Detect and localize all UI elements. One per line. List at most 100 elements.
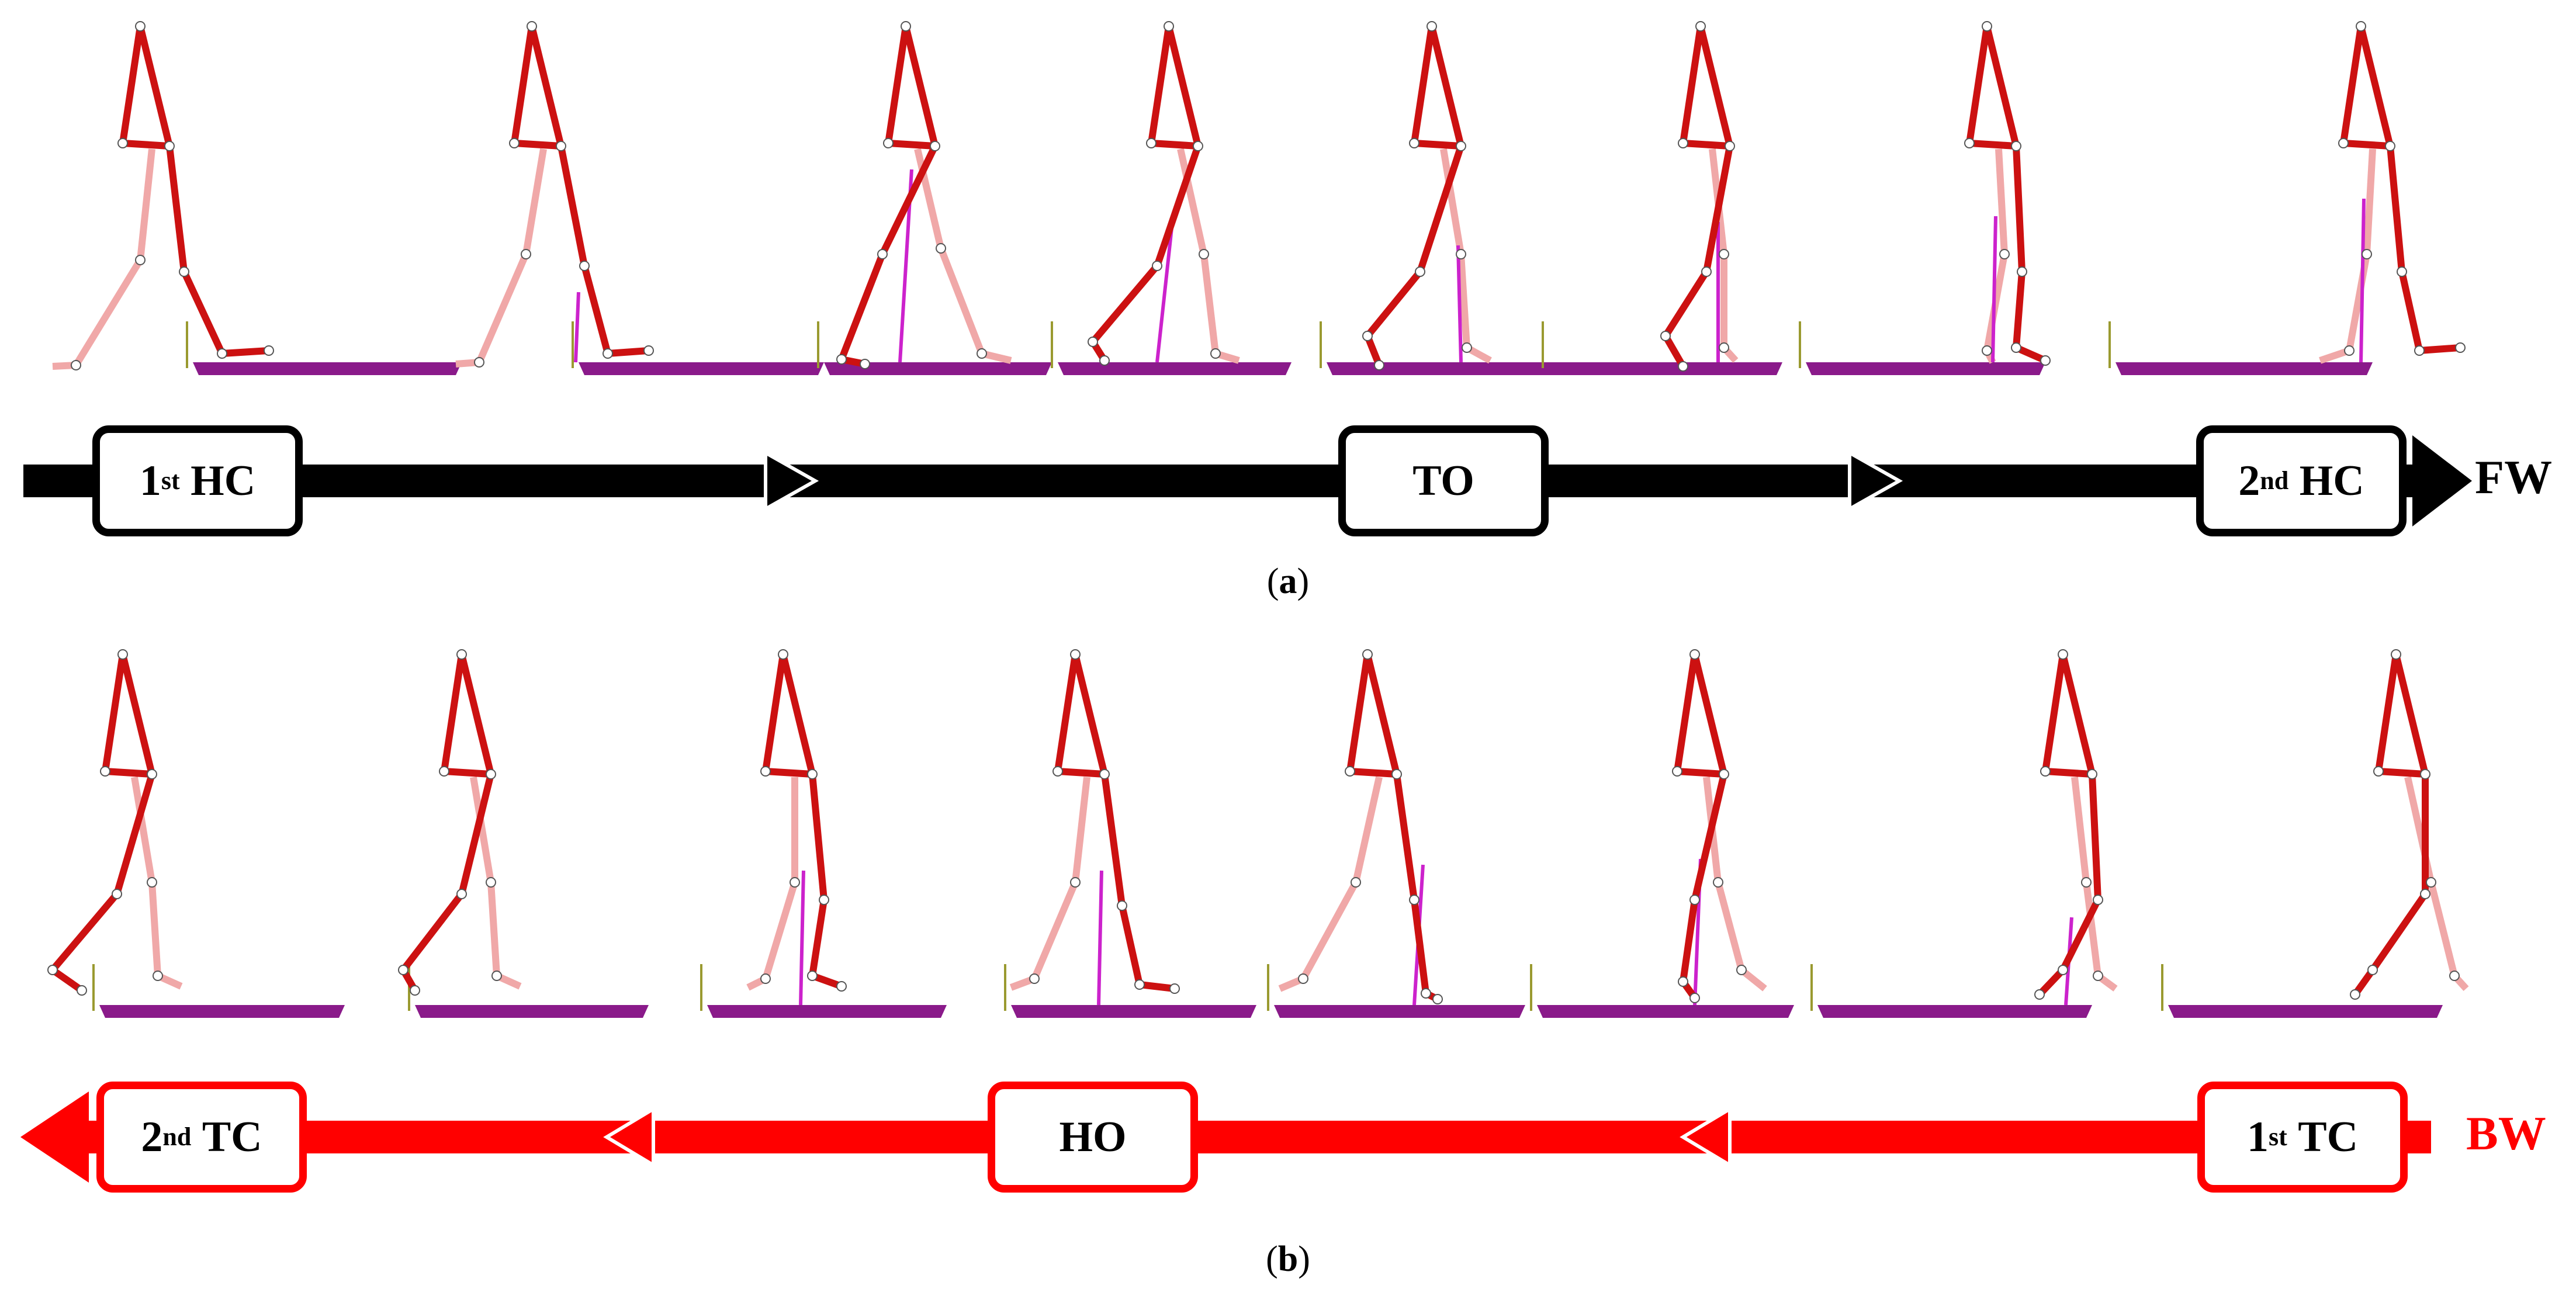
- joint-marker: [836, 981, 847, 992]
- gait-frame: [1051, 21, 1292, 375]
- caption-close: ): [1297, 562, 1310, 601]
- joint-marker: [1164, 21, 1174, 32]
- secondary-leg: [2071, 777, 2118, 992]
- caption-letter: b: [1277, 1239, 1299, 1279]
- trunk: [1346, 651, 1400, 778]
- joint-marker: [2385, 141, 2395, 151]
- joint-marker: [2414, 345, 2425, 356]
- joint-marker: [1689, 895, 1700, 905]
- joint-marker: [883, 138, 894, 148]
- force-vector: [799, 870, 805, 1006]
- joint-marker: [112, 889, 122, 899]
- joint-marker: [1719, 249, 1729, 259]
- direction-label-forward: FW: [2475, 450, 2553, 504]
- secondary-leg: [2404, 776, 2469, 992]
- trunk: [1411, 23, 1464, 150]
- caption-open: (: [1266, 562, 1279, 601]
- joint-marker: [179, 266, 189, 277]
- primary-leg: [166, 145, 269, 357]
- primary-leg: [2387, 145, 2461, 354]
- event-name: HO: [1059, 1113, 1127, 1161]
- gait-frame: [1810, 649, 2118, 1018]
- secondary-leg: [1009, 777, 1090, 991]
- joint-marker: [2426, 877, 2436, 888]
- joint-marker: [527, 21, 537, 32]
- joint-marker: [509, 138, 520, 148]
- joint-marker: [164, 141, 175, 151]
- gait-frame: [455, 21, 824, 375]
- joint-marker: [2367, 965, 2378, 975]
- force-vector: [1991, 216, 1997, 363]
- secondary-leg: [746, 777, 798, 991]
- joint-marker: [2338, 138, 2349, 148]
- joint-marker: [2093, 895, 2103, 905]
- chevron-right-icon: [1848, 449, 1903, 512]
- joint-marker: [1982, 345, 1992, 356]
- gait-frame: [1004, 649, 1256, 1018]
- gait-frame: [2161, 649, 2469, 1018]
- trunk: [1148, 23, 1202, 150]
- joint-marker: [1719, 769, 1729, 779]
- joint-marker: [1701, 266, 1712, 277]
- joint-marker: [2420, 889, 2430, 899]
- joint-marker: [1678, 976, 1688, 987]
- backward-timeline-arrow: [20, 1091, 2431, 1183]
- gait-frame: [398, 649, 649, 1018]
- joint-marker: [47, 965, 58, 975]
- trunk: [119, 23, 173, 150]
- joint-marker: [2373, 766, 2384, 777]
- joint-marker: [2344, 345, 2355, 356]
- joint-marker: [1736, 965, 1747, 975]
- joint-marker: [486, 769, 496, 779]
- joint-marker: [1964, 138, 1975, 148]
- joint-marker: [2356, 21, 2366, 32]
- force-plate: [1058, 362, 1292, 375]
- gait-frame: [1542, 21, 1782, 375]
- joint-marker: [1678, 361, 1688, 372]
- joint-marker: [603, 348, 613, 359]
- trunk: [762, 651, 816, 778]
- joint-marker: [1689, 649, 1700, 660]
- joint-marker: [1695, 21, 1706, 32]
- joint-marker: [790, 877, 800, 888]
- trunk: [885, 23, 939, 150]
- chevron-left-icon: [1680, 1106, 1732, 1169]
- primary-leg: [2037, 774, 2101, 997]
- joint-marker: [579, 261, 590, 271]
- joint-marker: [1146, 138, 1157, 148]
- joint-marker: [439, 766, 449, 777]
- chevron-left-icon: [603, 1106, 655, 1169]
- trunk: [511, 23, 565, 150]
- joint-marker: [1427, 21, 1437, 32]
- joint-marker: [936, 243, 946, 254]
- joint-marker: [1660, 331, 1671, 341]
- joint-marker: [930, 141, 940, 151]
- joint-marker: [1421, 988, 1431, 999]
- joint-marker: [1713, 877, 1723, 888]
- force-vector: [1097, 870, 1103, 1006]
- force-plate: [1806, 362, 2045, 375]
- gait-frame: [47, 649, 345, 1018]
- joint-marker: [836, 354, 847, 365]
- joint-marker: [1152, 261, 1162, 271]
- joint-marker: [1391, 769, 1402, 779]
- force-plate: [1011, 1005, 1256, 1018]
- joint-marker: [1088, 337, 1098, 347]
- joint-marker: [1134, 979, 1145, 990]
- gait-frame: [817, 21, 1052, 375]
- force-vector: [1456, 245, 1463, 363]
- primary-leg: [1393, 774, 1439, 1003]
- joint-marker: [135, 255, 146, 265]
- joint-marker: [1415, 266, 1425, 277]
- joint-marker: [643, 345, 654, 356]
- joint-marker: [1117, 900, 1127, 911]
- event-name: TC: [2298, 1113, 2359, 1161]
- force-plate: [1274, 1005, 1525, 1018]
- joint-marker: [2397, 266, 2407, 277]
- caption-letter: a: [1279, 562, 1297, 601]
- joint-marker: [77, 985, 87, 996]
- joint-marker: [1199, 249, 1209, 259]
- joint-marker: [819, 895, 829, 905]
- secondary-leg: [2319, 148, 2376, 364]
